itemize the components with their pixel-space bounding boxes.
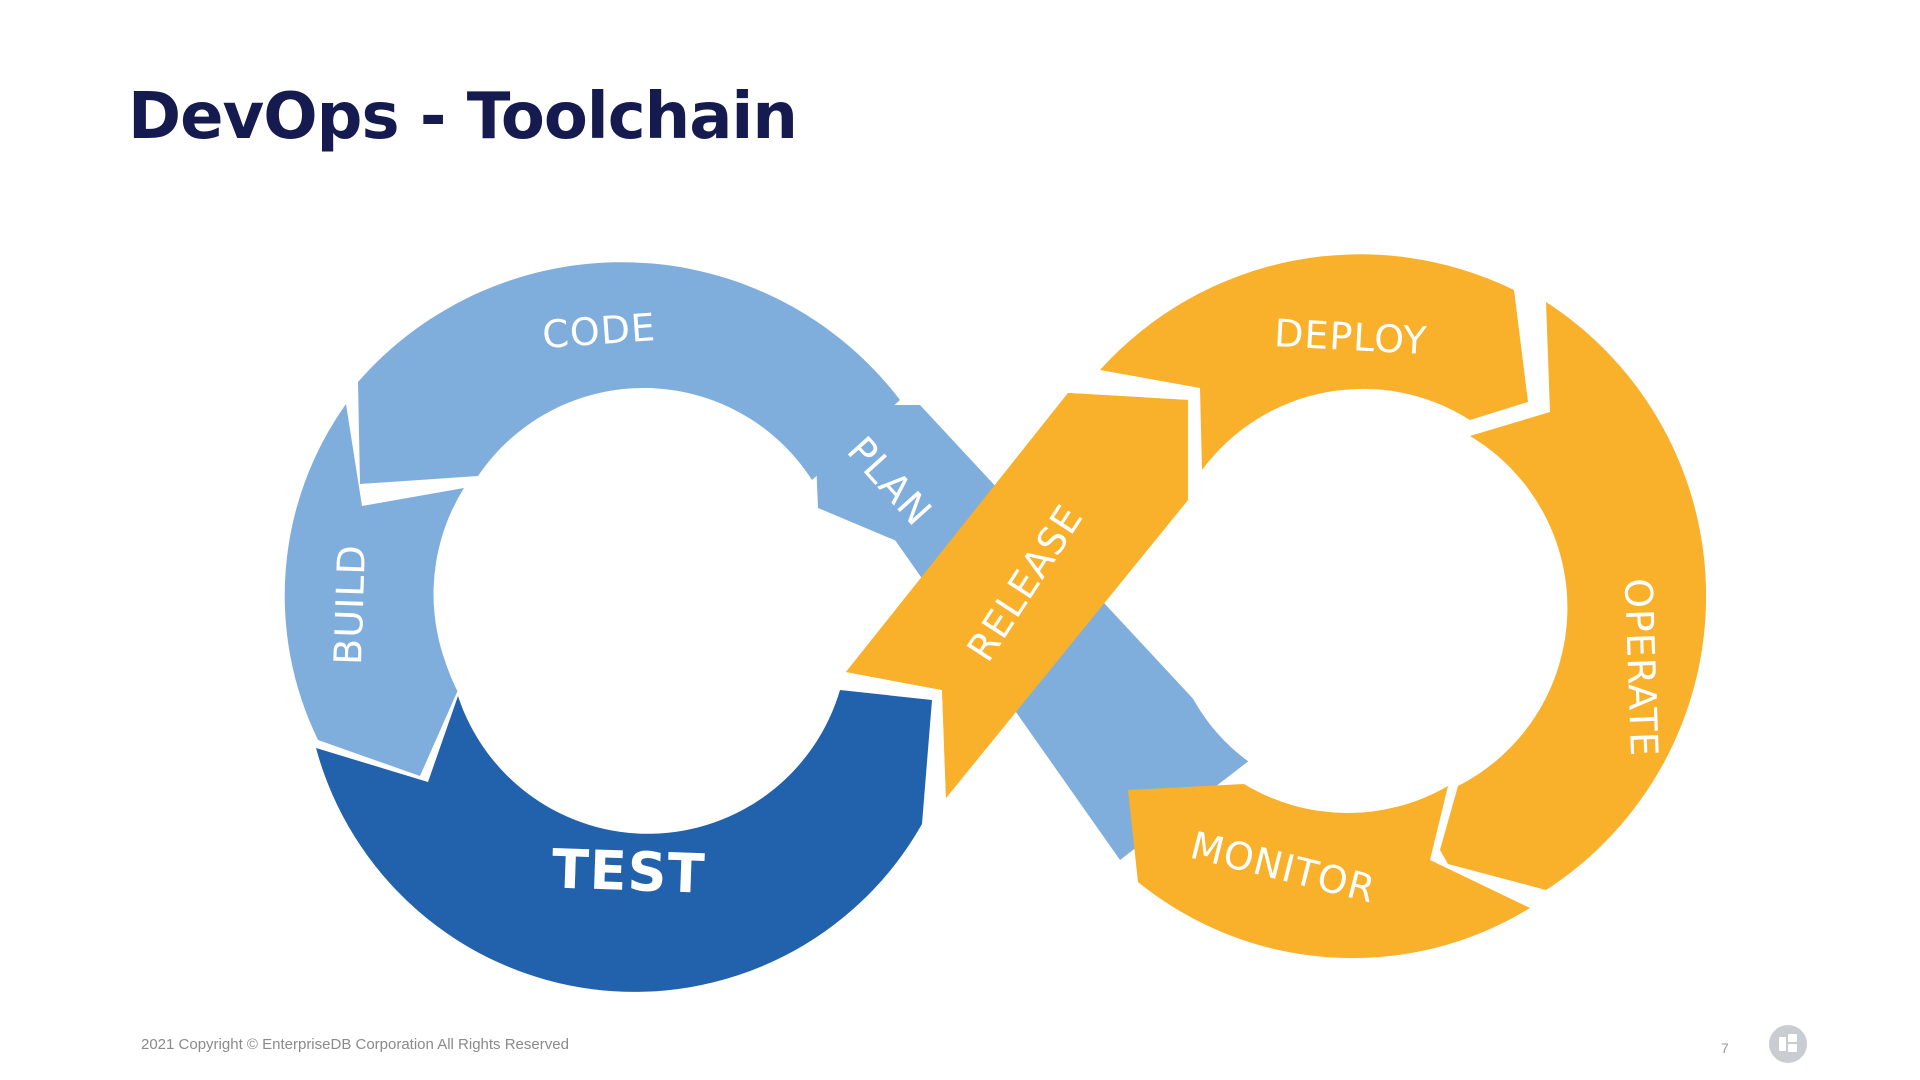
right-loop-hole (1168, 406, 1552, 798)
segment-test (316, 690, 932, 992)
edb-logo-icon (1769, 1025, 1807, 1063)
segment-build (284, 404, 464, 776)
label-test: TEST (551, 837, 707, 905)
segment-plan (814, 412, 990, 555)
segment-monitor (1128, 784, 1530, 959)
label-build: BUILD (326, 544, 374, 666)
label-operate: OPERATE (1616, 577, 1666, 757)
segment-operate (1440, 302, 1707, 890)
label-deploy: DEPLOY (1273, 311, 1428, 363)
footer-copyright: 2021 Copyright © EnterpriseDB Corporatio… (141, 1036, 569, 1053)
label-code: CODE (541, 305, 658, 357)
segment-deploy (1100, 254, 1528, 470)
segment-release-front (846, 393, 1188, 798)
left-loop-hole (436, 406, 828, 798)
slide-title: DevOps - Toolchain (128, 80, 798, 154)
segment-code (358, 262, 900, 484)
page-number: 7 (1721, 1040, 1729, 1056)
